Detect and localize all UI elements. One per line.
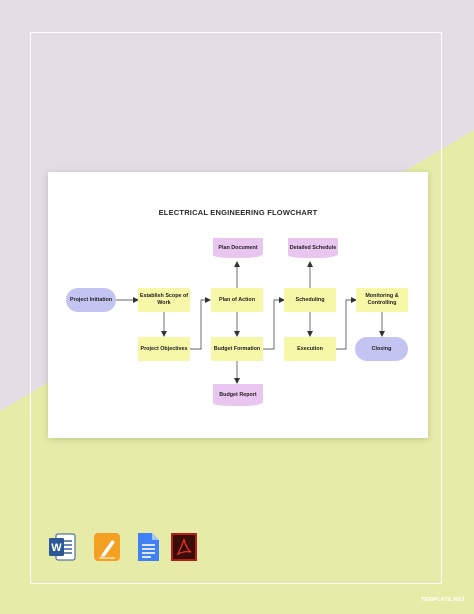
flowchart-title: ELECTRICAL ENGINEERING FLOWCHART <box>158 208 318 217</box>
node-plan-document: Plan Document <box>213 238 263 258</box>
connector-layer <box>116 261 385 384</box>
node-plan-of-action: Plan of Action <box>211 288 263 312</box>
decorative-frame <box>30 32 442 584</box>
node-monitoring-controlling: Monitoring & Controlling <box>356 288 408 312</box>
node-establish-scope: Establish Scope of Work <box>138 288 190 312</box>
word-icon[interactable]: W <box>48 532 76 562</box>
arrow-budget-to-scheduling <box>263 297 285 350</box>
node-scheduling: Scheduling <box>284 288 336 312</box>
node-budget-report: Budget Report <box>213 384 263 406</box>
node-project-initiation: Project Initiation <box>66 288 116 312</box>
node-project-objectives: Project Objectives <box>138 337 190 361</box>
node-execution: Execution <box>284 337 336 361</box>
pages-icon[interactable] <box>93 532 121 562</box>
google-docs-icon[interactable] <box>134 532 162 562</box>
flowchart-card: ELECTRICAL ENGINEERING FLOWCHART Plan Do… <box>48 172 428 438</box>
word-icon-letter: W <box>51 542 62 554</box>
node-closing: Closing <box>355 337 408 361</box>
watermark: TEMPLATE.NET <box>421 597 466 603</box>
pdf-icon[interactable] <box>170 532 198 562</box>
arrow-execution-to-monitoring <box>336 297 357 350</box>
node-detailed-schedule: Detailed Schedule <box>288 238 338 258</box>
node-budget-formation: Budget Formation <box>211 337 263 361</box>
arrow-objectives-to-plan <box>190 297 211 350</box>
